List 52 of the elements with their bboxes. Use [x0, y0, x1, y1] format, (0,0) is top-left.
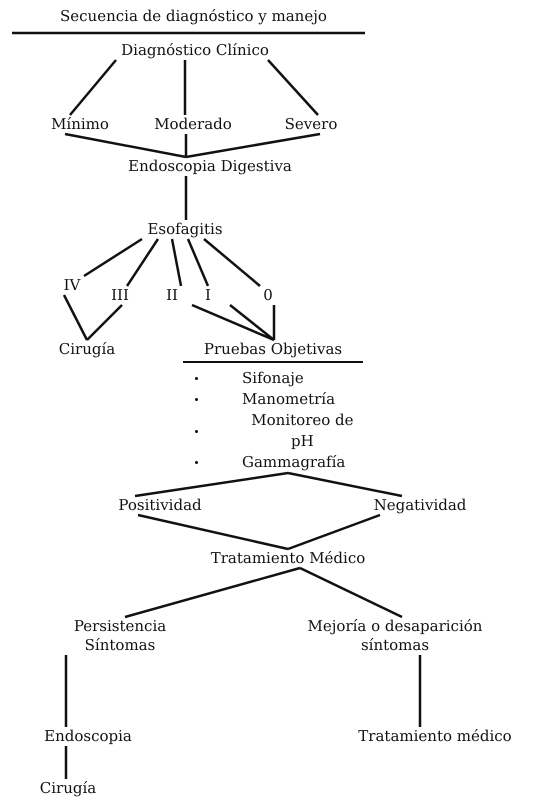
connector-line	[184, 176, 188, 220]
list-item: Monitoreo de pH	[250, 410, 355, 452]
node-label: Positividad	[118, 496, 202, 515]
list-item: Sifonaje	[242, 368, 304, 389]
node-label: Tratamiento Médico	[210, 549, 366, 568]
node-label: Negatividad	[374, 496, 466, 515]
connector-line	[64, 746, 68, 779]
node-label: Mejoría o desaparición síntomas	[288, 617, 502, 655]
connector-line	[86, 304, 123, 341]
connector-line	[272, 305, 276, 340]
connector-line	[64, 132, 186, 158]
node-label: Diagnóstico Clínico	[121, 41, 269, 60]
list-item: Gammagrafía	[242, 452, 346, 473]
diagram-title: Secuencia de diagnóstico y manejo	[60, 6, 327, 26]
connector-line	[62, 294, 88, 341]
node-label: Persistencia Síntomas	[65, 617, 175, 655]
connector-line	[83, 238, 143, 278]
node-label: Severo	[284, 115, 338, 134]
connector-line	[186, 132, 320, 158]
connector-line	[126, 238, 160, 287]
node-label: I	[205, 286, 211, 305]
node-label: Moderado	[154, 115, 232, 134]
node-label: Esofagitis	[147, 220, 223, 239]
section-heading: Pruebas Objetivas	[183, 340, 363, 363]
connector-line	[203, 238, 261, 287]
node-label: III	[111, 286, 129, 305]
connector-line	[418, 655, 422, 727]
node-label: 0	[263, 286, 273, 305]
connector-line	[184, 60, 186, 115]
node-label: Cirugía	[40, 779, 96, 798]
connector-line	[267, 59, 319, 116]
connector-line	[138, 514, 288, 550]
node-label: Tratamiento médico	[358, 727, 512, 746]
connector-line	[184, 134, 188, 157]
node-label: Mínimo	[51, 115, 109, 134]
connector-line	[288, 514, 380, 550]
connector-line	[69, 59, 117, 116]
node-label: II	[166, 286, 178, 305]
connector-line	[134, 472, 288, 498]
connector-line	[186, 238, 210, 286]
connector-line	[124, 566, 300, 618]
connector-line	[192, 304, 274, 342]
connector-line	[64, 655, 68, 727]
connector-line	[229, 304, 275, 341]
node-label: IV	[64, 276, 80, 295]
list-item: Manometría	[242, 389, 336, 410]
connector-line	[288, 472, 402, 498]
connector-line	[170, 238, 182, 286]
node-label: Endoscopia	[44, 727, 132, 746]
connector-line	[299, 566, 403, 618]
node-label: Endoscopia Digestiva	[128, 157, 292, 176]
node-label: Cirugía	[58, 340, 116, 359]
